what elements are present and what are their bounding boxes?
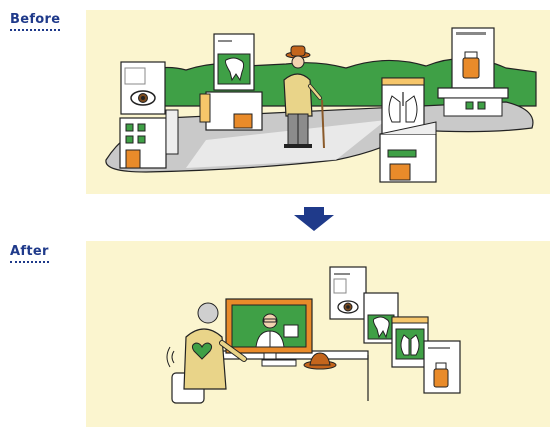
medicine-bottle-icon bbox=[433, 362, 449, 388]
before-scene bbox=[105, 27, 537, 183]
before-panel bbox=[86, 10, 550, 194]
elderly-man bbox=[283, 45, 325, 149]
lungs-icon bbox=[388, 92, 418, 123]
heart-badge-icon bbox=[191, 342, 213, 360]
record-medicine bbox=[423, 340, 461, 394]
eye-icon bbox=[337, 300, 359, 314]
before-label: Before bbox=[10, 12, 61, 31]
after-label: After bbox=[10, 244, 49, 263]
keyboard bbox=[261, 359, 297, 367]
elderly-man-seated bbox=[166, 302, 247, 404]
hat-icon bbox=[303, 352, 337, 370]
lungs-icon bbox=[400, 334, 420, 356]
after-panel bbox=[86, 241, 550, 427]
record-lungs bbox=[391, 316, 429, 368]
after-scene bbox=[166, 266, 461, 404]
doctor-icon bbox=[255, 313, 285, 348]
medicine-bottle-icon bbox=[462, 51, 480, 79]
record-eye bbox=[329, 266, 367, 320]
pharmacy bbox=[437, 27, 509, 117]
tooth-icon bbox=[225, 57, 245, 82]
lung-clinic bbox=[379, 77, 437, 183]
tooth-icon bbox=[372, 316, 390, 339]
monitor bbox=[225, 298, 313, 360]
down-arrow-icon bbox=[294, 207, 334, 231]
eye-clinic bbox=[119, 61, 179, 169]
dental-clinic bbox=[199, 33, 263, 131]
eye-icon bbox=[130, 90, 156, 106]
